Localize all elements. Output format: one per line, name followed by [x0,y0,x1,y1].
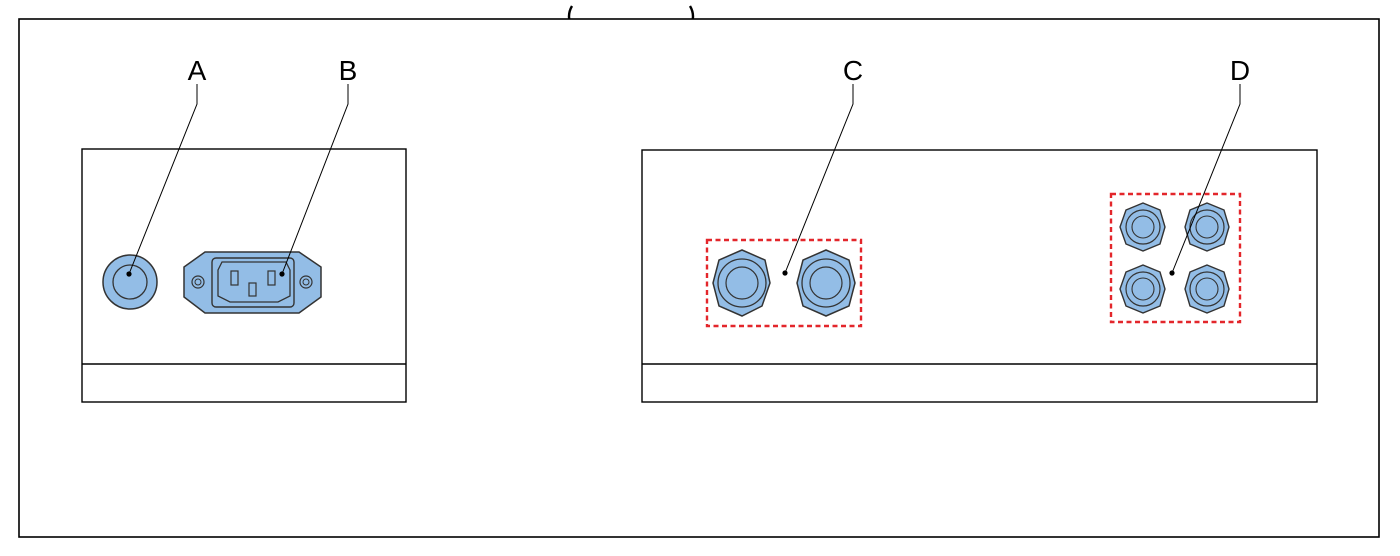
callout-label-d: D [1230,55,1250,86]
right-panel [641,149,1318,403]
round-jack-icon [102,254,158,310]
leader-line-c [782,84,854,276]
gland-group-c-highlight [705,238,863,328]
cable-gland-icon [1184,202,1230,252]
leader-line-b [279,84,349,277]
iec-power-inlet-icon [183,251,322,314]
leader-line-a [126,84,198,277]
callout-label-b: B [339,55,358,86]
cable-gland-icon [1184,264,1230,314]
callout-label-c: C [843,55,863,86]
callout-label-a: A [188,55,207,86]
cable-gland-icon [712,249,771,317]
leader-line-d [1169,84,1241,276]
cable-gland-icon [796,249,856,317]
left-panel [81,148,407,403]
cable-gland-icon [1119,202,1166,252]
gland-group-d-highlight [1109,192,1242,324]
cable-gland-icon [1119,264,1166,314]
